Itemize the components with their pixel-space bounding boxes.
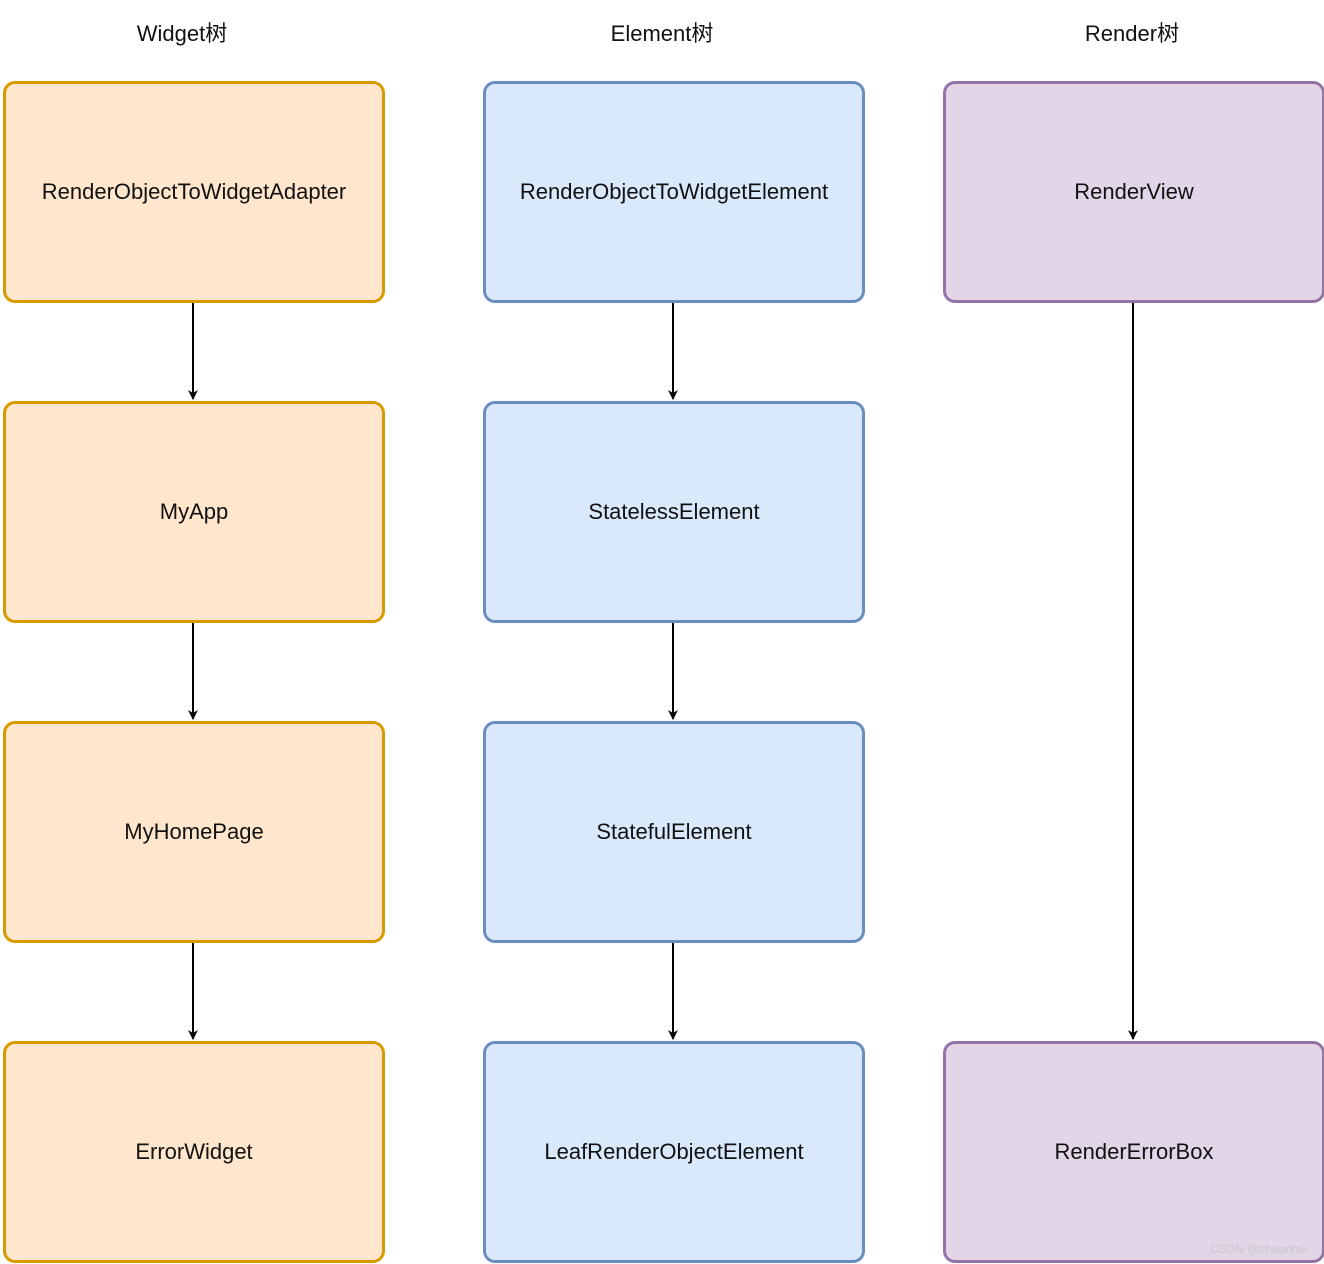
node-label: MyHomePage <box>124 819 264 844</box>
node-label: LeafRenderObjectElement <box>544 1139 804 1164</box>
node-label: RenderObjectToWidgetAdapter <box>41 179 347 204</box>
render-node: RenderErrorBox <box>943 1041 1324 1263</box>
node-label: RenderObjectToWidgetElement <box>519 179 829 204</box>
element-node: StatefulElement <box>483 721 865 943</box>
render-node: RenderView <box>943 81 1324 303</box>
node-label: MyApp <box>159 499 229 524</box>
element-node: StatelessElement <box>483 401 865 623</box>
render-tree-header: Render树 <box>1084 21 1180 46</box>
widget-tree-header: Widget树 <box>136 21 228 46</box>
node-label: StatelessElement <box>588 499 760 524</box>
widget-node: MyHomePage <box>3 721 385 943</box>
node-label: RenderErrorBox <box>1054 1139 1214 1164</box>
element-node: LeafRenderObjectElement <box>483 1041 865 1263</box>
node-label: ErrorWidget <box>135 1139 253 1164</box>
widget-node: ErrorWidget <box>3 1041 385 1263</box>
widget-node: MyApp <box>3 401 385 623</box>
element-tree-header: Element树 <box>610 21 714 46</box>
node-label: RenderView <box>1074 179 1194 204</box>
watermark: CSDN @zhaonhui <box>1209 1242 1308 1256</box>
node-label: StatefulElement <box>596 819 752 844</box>
element-node: RenderObjectToWidgetElement <box>483 81 865 303</box>
widget-node: RenderObjectToWidgetAdapter <box>3 81 385 303</box>
